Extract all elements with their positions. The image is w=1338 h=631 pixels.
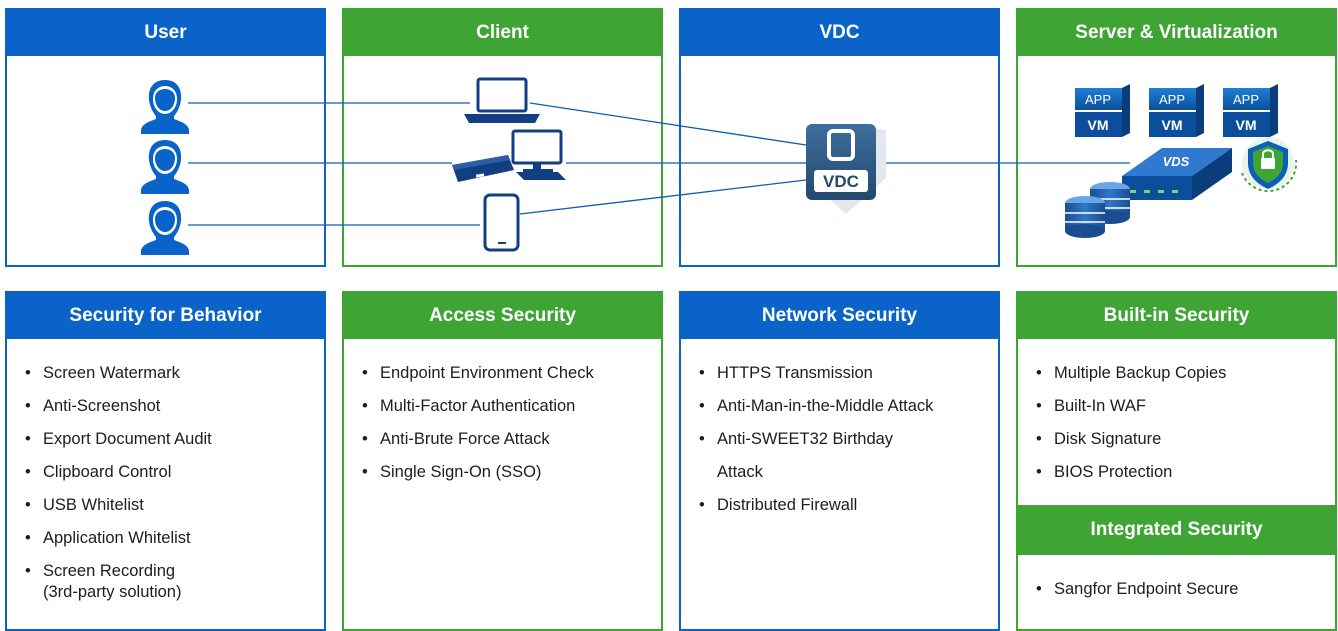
client-panel: Client	[342, 8, 663, 267]
client-panel-title: Client	[344, 10, 661, 56]
network-security-panel: Network Security HTTPS Transmission Anti…	[679, 291, 1000, 631]
user-panel-title: User	[7, 10, 324, 56]
list-item: Multi-Factor Authentication	[362, 390, 621, 423]
list-item: Anti-SWEET32 Birthday Attack	[699, 423, 938, 489]
app-vm-block-2: APP VM	[1149, 84, 1204, 137]
tablet-icon	[483, 193, 520, 252]
security-for-behavior-title: Security for Behavior	[7, 293, 324, 339]
vm-label: VM	[1236, 117, 1257, 133]
list-item: Single Sign-On (SSO)	[362, 456, 621, 489]
built-in-security-panel: Built-in Security Multiple Backup Copies…	[1016, 291, 1337, 631]
list-item: Screen Watermark	[25, 357, 314, 390]
list-item: Distributed Firewall	[699, 489, 938, 522]
network-security-title: Network Security	[681, 293, 998, 339]
integrated-security-title: Integrated Security	[1016, 505, 1337, 555]
app-label: APP	[1085, 92, 1111, 107]
connection-lines	[188, 102, 1130, 226]
line-tablet-vdc	[519, 179, 807, 215]
list-item: Screen Recording (3rd-party solution)	[25, 555, 314, 609]
user-avatar-icon	[141, 80, 189, 134]
user-avatar-icon	[141, 140, 189, 194]
access-security-title: Access Security	[344, 293, 661, 339]
behavior-list: Screen Watermark Anti-Screenshot Export …	[25, 357, 314, 609]
list-item-line: (3rd-party solution)	[43, 583, 182, 601]
network-list: HTTPS Transmission Anti-Man-in-the-Middl…	[699, 357, 938, 522]
line-laptop-vdc	[529, 102, 807, 146]
list-item: USB Whitelist	[25, 489, 314, 522]
integrated-list: Sangfor Endpoint Secure	[1036, 573, 1325, 606]
vdc-appliance-icon: VDC	[806, 124, 886, 214]
built-in-security-title: Built-in Security	[1018, 293, 1335, 339]
server-panel-title: Server & Virtualization	[1018, 10, 1335, 56]
database-icon	[1065, 196, 1105, 238]
shield-icon	[1241, 137, 1298, 193]
vm-label: VM	[1162, 117, 1183, 133]
builtin-list: Multiple Backup Copies Built-In WAF Disk…	[1036, 357, 1325, 489]
list-item: Export Document Audit	[25, 423, 314, 456]
list-item: HTTPS Transmission	[699, 357, 938, 390]
user-avatar-icon	[141, 201, 189, 255]
list-item: Anti-Screenshot	[25, 390, 314, 423]
list-item-line: Screen Recording	[43, 562, 176, 580]
access-security-panel: Access Security Endpoint Environment Che…	[342, 291, 663, 631]
list-item: Anti-Brute Force Attack	[362, 423, 621, 456]
list-item: BIOS Protection	[1036, 456, 1325, 489]
server-panel: Server & Virtualization	[1016, 8, 1337, 267]
vm-label: VM	[1088, 117, 1109, 133]
app-label: APP	[1233, 92, 1259, 107]
vdc-box-label: VDC	[823, 172, 859, 191]
list-item: Built-In WAF	[1036, 390, 1325, 423]
security-for-behavior-panel: Security for Behavior Screen Watermark A…	[5, 291, 326, 631]
app-label: APP	[1159, 92, 1185, 107]
laptop-icon	[464, 77, 540, 123]
vds-server-icon: VDS	[1122, 148, 1232, 200]
list-item: Clipboard Control	[25, 456, 314, 489]
list-item: Application Whitelist	[25, 522, 314, 555]
desktop-icon	[452, 129, 566, 182]
access-list: Endpoint Environment Check Multi-Factor …	[362, 357, 621, 489]
list-item: Endpoint Environment Check	[362, 357, 621, 390]
vdc-panel-title: VDC	[681, 10, 998, 56]
vds-label: VDS	[1163, 154, 1190, 169]
app-vm-block-1: APP VM	[1075, 84, 1130, 137]
list-item: Anti-Man-in-the-Middle Attack	[699, 390, 938, 423]
app-vm-block-3: APP VM	[1223, 84, 1278, 137]
list-item: Multiple Backup Copies	[1036, 357, 1325, 390]
list-item: Sangfor Endpoint Secure	[1036, 573, 1325, 606]
list-item: Disk Signature	[1036, 423, 1325, 456]
